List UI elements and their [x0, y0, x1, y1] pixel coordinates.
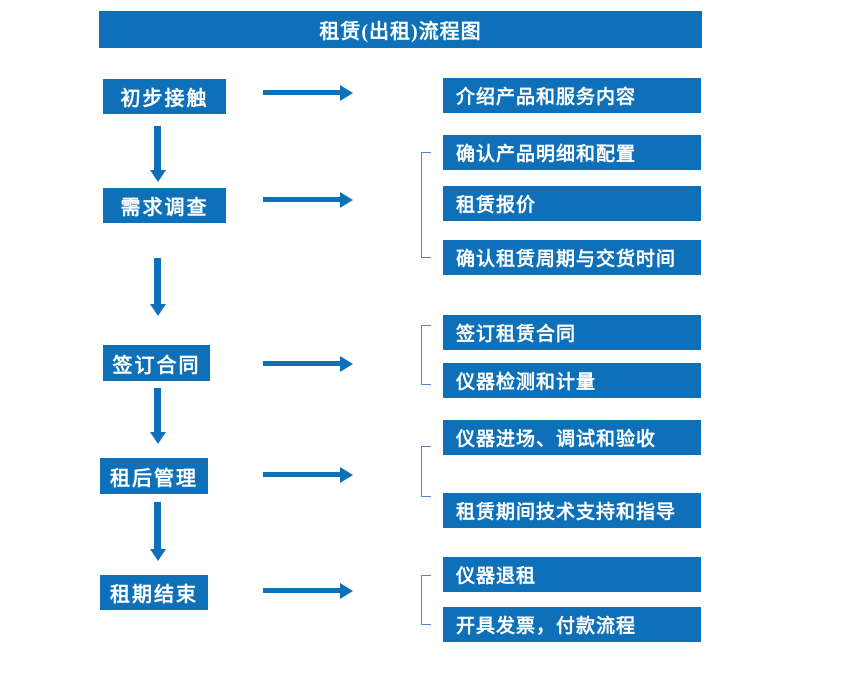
process-box-instrument-entry-acceptance: 仪器进场、调试和验收: [443, 420, 701, 455]
process-box-confirm-period-delivery: 确认租赁周期与交货时间: [443, 240, 701, 275]
right-arrow-icon: [263, 472, 340, 477]
process-box-instrument-return: 仪器退租: [443, 557, 701, 592]
process-box-instrument-testing: 仪器检测和计量: [443, 363, 701, 398]
right-arrow-icon: [263, 361, 340, 366]
step-box-demand-survey: 需求调查: [103, 188, 226, 223]
right-arrow-icon: [263, 197, 340, 202]
down-arrow-icon: [154, 502, 161, 549]
right-arrow-icon: [263, 90, 340, 95]
down-arrow-icon: [154, 126, 161, 170]
process-box-invoice-payment: 开具发票，付款流程: [443, 607, 701, 642]
step-box-initial-contact: 初步接触: [103, 79, 226, 114]
process-box-introduce-products: 介绍产品和服务内容: [443, 78, 701, 113]
group-bracket: [421, 446, 431, 497]
group-bracket: [421, 152, 431, 258]
right-arrow-icon: [263, 588, 340, 593]
process-box-rental-quote: 租赁报价: [443, 186, 701, 221]
step-box-sign-contract: 签订合同: [103, 345, 210, 381]
down-arrow-icon: [154, 258, 161, 304]
step-box-rental-end: 租期结束: [100, 575, 208, 610]
process-box-confirm-details: 确认产品明细和配置: [443, 135, 701, 170]
group-bracket: [421, 575, 431, 625]
group-bracket: [421, 325, 431, 385]
process-box-tech-support: 租赁期间技术支持和指导: [443, 493, 701, 528]
flowchart-title: 租赁(出租)流程图: [99, 11, 702, 48]
step-box-post-rental-management: 租后管理: [100, 458, 208, 494]
process-box-sign-rental-contract: 签订租赁合同: [443, 315, 701, 350]
down-arrow-icon: [154, 388, 161, 432]
